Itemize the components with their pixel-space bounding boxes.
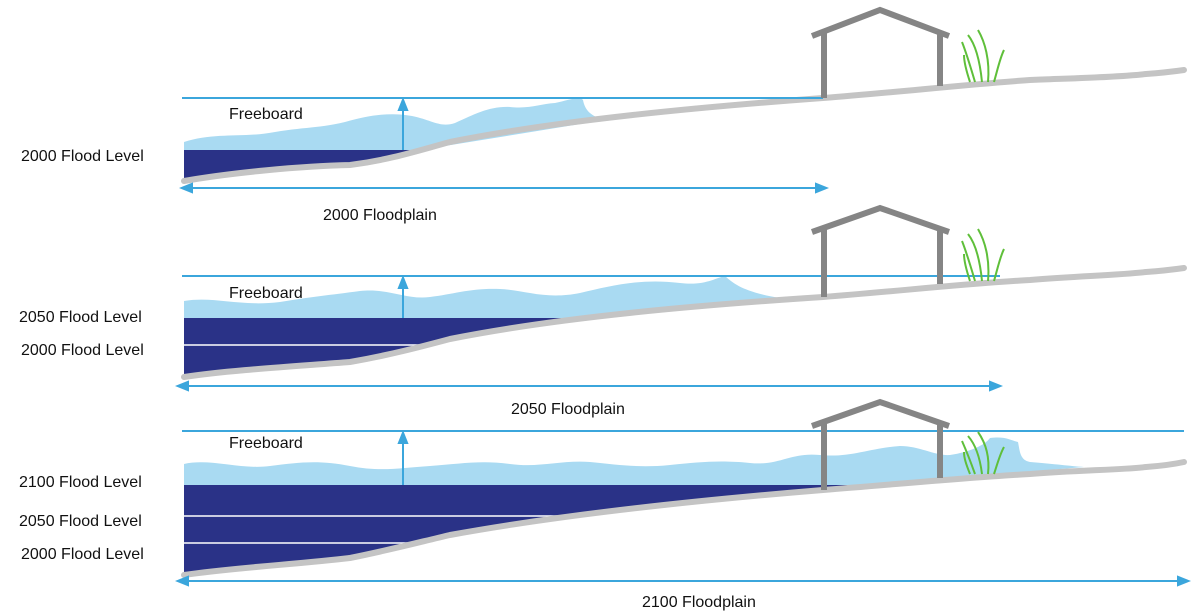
floodplain-label: 2000 Floodplain xyxy=(323,207,437,224)
grass-icon xyxy=(961,431,1005,475)
ground xyxy=(181,459,1187,578)
shallow-water xyxy=(184,276,780,318)
flood-level-label-2050: 2050 Flood Level xyxy=(19,309,142,326)
flood-level-label-2050: 2050 Flood Level xyxy=(19,513,142,530)
flood-level-label-2000: 2000 Flood Level xyxy=(21,342,144,359)
house-icon xyxy=(811,204,950,297)
panel-2050: Freeboard 2050 Flood Level 2000 Flood Le… xyxy=(19,204,1187,418)
house-icon xyxy=(810,6,951,98)
grass-icon xyxy=(961,29,1005,83)
ground xyxy=(181,265,1187,380)
deep-water xyxy=(184,318,600,376)
floodplain-label: 2100 Floodplain xyxy=(642,594,756,611)
flood-level-label-2000: 2000 Flood Level xyxy=(21,546,144,563)
deep-water xyxy=(184,485,870,574)
freeboard-label: Freeboard xyxy=(229,435,303,452)
flood-level-label-2100: 2100 Flood Level xyxy=(19,474,142,491)
freeboard-label: Freeboard xyxy=(229,106,303,123)
floodplain-label: 2050 Floodplain xyxy=(511,401,625,418)
shallow-water xyxy=(184,437,1084,485)
flood-level-label-2000: 2000 Flood Level xyxy=(21,148,144,165)
ground xyxy=(181,67,1187,184)
freeboard-label: Freeboard xyxy=(229,285,303,302)
grass-icon xyxy=(961,228,1005,282)
shallow-water xyxy=(184,98,605,150)
panel-2100: Freeboard 2100 Flood Level 2050 Flood Le… xyxy=(19,398,1191,611)
panel-2000: Freeboard 2000 Flood Level 2000 Floodpla… xyxy=(21,6,1187,224)
house-icon xyxy=(811,398,950,490)
